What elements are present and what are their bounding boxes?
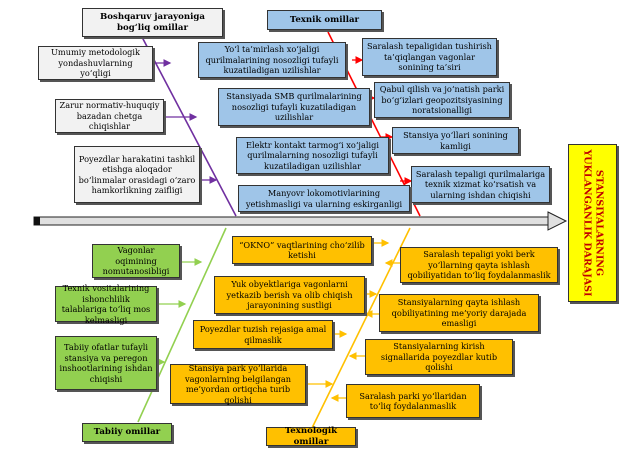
technological-item-8: Saralash parki yo‘llaridan to‘liq foydal… <box>346 384 480 418</box>
technological-item-7: Stansiya park yo‘llarida vagonlarning be… <box>170 363 306 405</box>
management-main-line <box>141 36 237 217</box>
technical-item-2: Saralash tepaligidan tushirish ta’qiqlan… <box>362 38 497 76</box>
technological-item-2: Saralash tepaligi yoki berk yo‘llarning … <box>400 247 558 283</box>
technical-item-7: Saralash tepaligi qurilmalariga texnik x… <box>411 166 550 203</box>
technological-item-6: Stansiyalarning kirish signallarida poye… <box>365 339 513 375</box>
technical-item-6: Elektr kontakt tarmog‘i xo‘jaligi qurilm… <box>236 137 389 174</box>
natural-item-1: Vagonlar oqimining nomutanosibligi <box>92 244 180 278</box>
technological-main-line <box>311 227 411 429</box>
management-item-2: Zarur normativ-huquqiy bazadan chetga ch… <box>55 99 164 133</box>
technical-item-1: Yo‘l ta’mirlash xo‘jaligi qurilmalarinin… <box>198 42 346 78</box>
main-spine-arrow <box>33 211 568 231</box>
technological-item-5: Poyezdlar tuzish rejasiga amal qilmaslik <box>193 320 333 349</box>
technological-title: Texnologik omillar <box>266 426 356 447</box>
technological-item-3: Yuk obyektlariga vagonlarni yetkazib ber… <box>214 276 365 314</box>
natural-item-3: Tabiiy ofatlar tufayli stansiya va pereg… <box>55 336 157 390</box>
technical-title: Texnik omillar <box>267 10 382 30</box>
natural-item-2: Texnik vositalarining ishonchlilik talab… <box>55 283 157 325</box>
technical-item-3: Qabul qilish va jo‘natish parki bo‘g‘izl… <box>374 82 510 118</box>
technological-item-4: Stansiyalarning qayta ishlash qobiliyati… <box>379 294 539 332</box>
technical-item-4: Stansiyada SMB qurilmalarining nosozligi… <box>218 88 370 126</box>
natural-title: Tabiiy omillar <box>82 423 172 442</box>
management-title: Boshqaruv jarayoniga bog‘liq omillar <box>82 8 223 37</box>
management-item-3: Poyezdlar harakatini tashkil etishga alo… <box>74 146 200 203</box>
technical-item-5: Stansiya yo‘llari sonining kamligi <box>392 127 519 154</box>
management-item-1: Umumiy metodologik yondashuvlarning yo‘q… <box>38 46 153 80</box>
technical-item-8: Manyovr lokomotivlarining yetishmasligi … <box>238 185 410 212</box>
technological-item-1: “OKNO” vaqtlarining cho‘zilib ketishi <box>232 236 372 264</box>
